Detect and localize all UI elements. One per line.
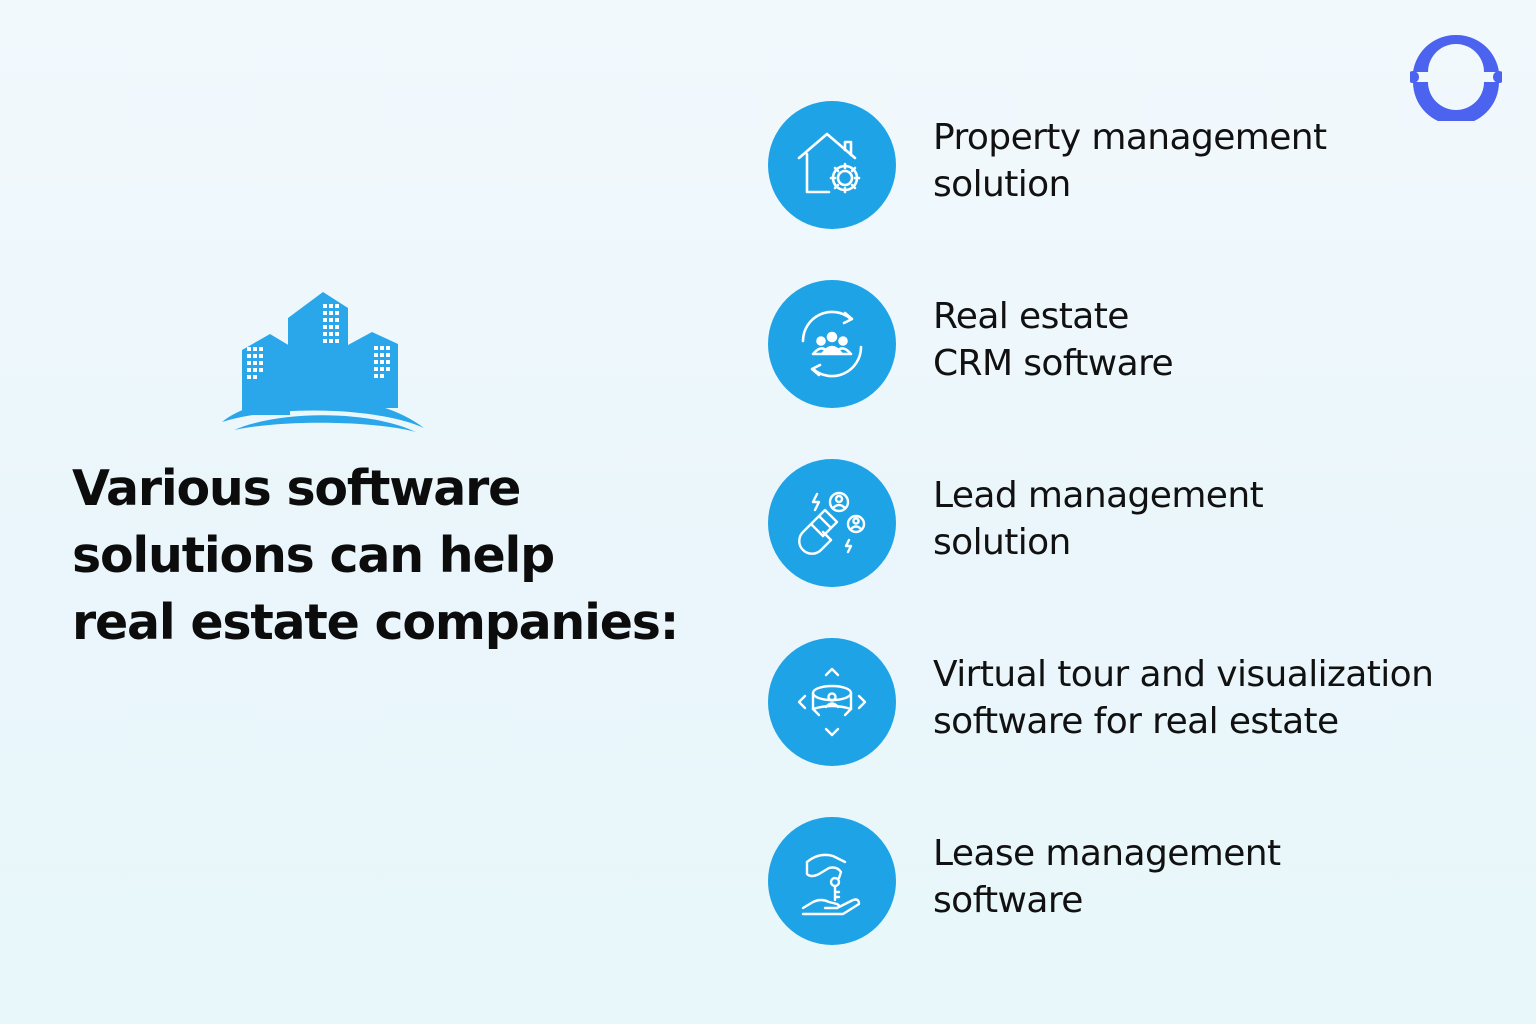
headline-line-3: real estate companies: xyxy=(72,594,679,651)
solution-label-line-2: CRM software xyxy=(933,343,1174,384)
solution-item-virtual-tour: Virtual tour and visualization software … xyxy=(768,638,1508,768)
crm-people-cycle-icon xyxy=(801,310,863,378)
solution-icon-circle xyxy=(768,638,896,766)
solution-label: Virtual tour and visualization software … xyxy=(933,651,1434,745)
headline-line-2: solutions can help xyxy=(72,527,555,584)
solution-label-line-2: solution xyxy=(933,522,1071,563)
buildings-illustration xyxy=(222,292,424,432)
brand-logo xyxy=(1410,34,1502,121)
solution-label-line-1: Virtual tour and visualization xyxy=(933,654,1434,695)
solution-label: Property management solution xyxy=(933,114,1327,208)
solution-item-crm: Real estate CRM software xyxy=(768,280,1508,410)
solution-item-property-management: Property management solution xyxy=(768,101,1508,231)
solution-label-line-2: solution xyxy=(933,164,1071,205)
solution-icon-circle xyxy=(768,280,896,408)
solution-label-line-1: Real estate xyxy=(933,296,1129,337)
virtual-tour-icon xyxy=(797,667,867,737)
solution-item-lead-management: Lead management solution xyxy=(768,459,1508,589)
solution-icon-circle xyxy=(768,459,896,587)
house-gear-icon xyxy=(797,132,861,194)
page-headline: Various software solutions can help real… xyxy=(72,455,732,656)
solution-label-line-1: Lease management xyxy=(933,833,1281,874)
hand-key-icon xyxy=(801,853,861,916)
solution-item-lease-management: Lease management software xyxy=(768,817,1508,947)
solution-label: Lead management solution xyxy=(933,472,1264,566)
solution-label-line-2: software xyxy=(933,880,1083,921)
solution-label: Real estate CRM software xyxy=(933,293,1174,387)
solution-label: Lease management software xyxy=(933,830,1281,924)
solution-icon-circle xyxy=(768,817,896,945)
solution-label-line-2: software for real estate xyxy=(933,701,1339,742)
headline-line-1: Various software xyxy=(72,460,521,517)
solution-label-line-1: Lead management xyxy=(933,475,1264,516)
solution-label-line-1: Property management xyxy=(933,117,1327,158)
solution-icon-circle xyxy=(768,101,896,229)
magnet-leads-icon xyxy=(798,491,866,555)
